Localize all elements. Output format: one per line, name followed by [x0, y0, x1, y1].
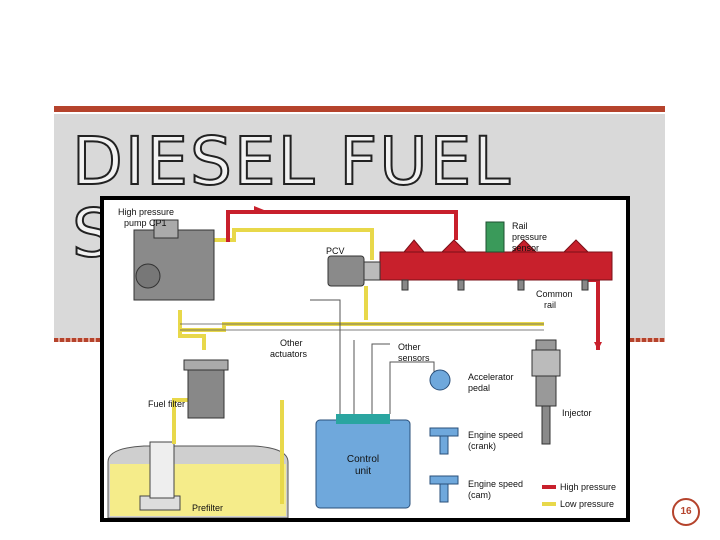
injector-body	[531, 349, 561, 377]
legend-swatch-low	[542, 502, 556, 506]
label-control-unit-2: unit	[355, 466, 371, 477]
fuel-system-diagram: High pressure pump CP1 Rail pressure sen…	[104, 200, 626, 519]
label-common-rail-2: rail	[544, 300, 556, 310]
label-rail-sensor-2: pressure	[512, 232, 547, 242]
title-top-rule	[54, 106, 665, 112]
pcv-valve	[327, 255, 365, 287]
fuel-filter	[187, 365, 225, 419]
label-pcv: PCV	[326, 246, 345, 256]
rail-ports	[402, 239, 590, 253]
label-sensors-2: sensors	[398, 353, 430, 363]
signal-wires	[310, 299, 435, 414]
label-sensors-1: Other	[398, 342, 421, 352]
pump-drive	[135, 263, 161, 289]
legend-high-label: High pressure	[560, 482, 616, 492]
cam-sensor	[429, 475, 459, 485]
fuel-filter-head	[183, 359, 229, 371]
label-cam-1: Engine speed	[468, 479, 523, 489]
label-control-unit-1: Control	[347, 454, 379, 465]
low-pressure-outlines	[180, 323, 544, 331]
pump-top	[153, 219, 179, 239]
label-actuators-1: Other	[280, 338, 303, 348]
label-rail-sensor-1: Rail	[512, 221, 528, 231]
cam-sensor-stem	[439, 483, 449, 503]
tank-pickup	[149, 441, 175, 499]
legend-low-label: Low pressure	[560, 499, 614, 509]
accelerator-pedal	[429, 369, 451, 391]
pcv-connector	[363, 261, 381, 281]
page-number-badge: 16	[672, 498, 700, 526]
label-actuators-2: actuators	[270, 349, 308, 359]
legend-swatch-high	[542, 485, 556, 489]
label-crank-1: Engine speed	[468, 430, 523, 440]
label-pedal-2: pedal	[468, 383, 490, 393]
label-common-rail-1: Common	[536, 289, 573, 299]
label-prefilter: Prefilter	[192, 503, 223, 513]
label-rail-sensor-3: sensor	[512, 243, 539, 253]
label-cam-2: (cam)	[468, 490, 491, 500]
label-pump-2: pump CP1	[124, 218, 167, 228]
label-fuel-filter: Fuel filter	[148, 399, 185, 409]
label-pedal-1: Accelerator	[468, 372, 514, 382]
crank-sensor-stem	[439, 435, 449, 455]
label-crank-2: (crank)	[468, 441, 496, 451]
control-unit-connector	[336, 414, 390, 424]
common-rail	[379, 251, 613, 281]
rail-pressure-sensor	[485, 221, 505, 253]
flow-arrow-down	[594, 342, 602, 350]
label-pump-1: High pressure	[118, 207, 174, 217]
fuel-system-svg: High pressure pump CP1 Rail pressure sen…	[107, 206, 616, 519]
rail-mounts	[401, 279, 589, 291]
label-injector: Injector	[562, 408, 592, 418]
injector-nozzle	[541, 405, 551, 445]
slide-title-line1: DIESEL FUEL	[71, 123, 513, 200]
crank-sensor	[429, 427, 459, 437]
flow-arrow-right	[254, 206, 264, 214]
